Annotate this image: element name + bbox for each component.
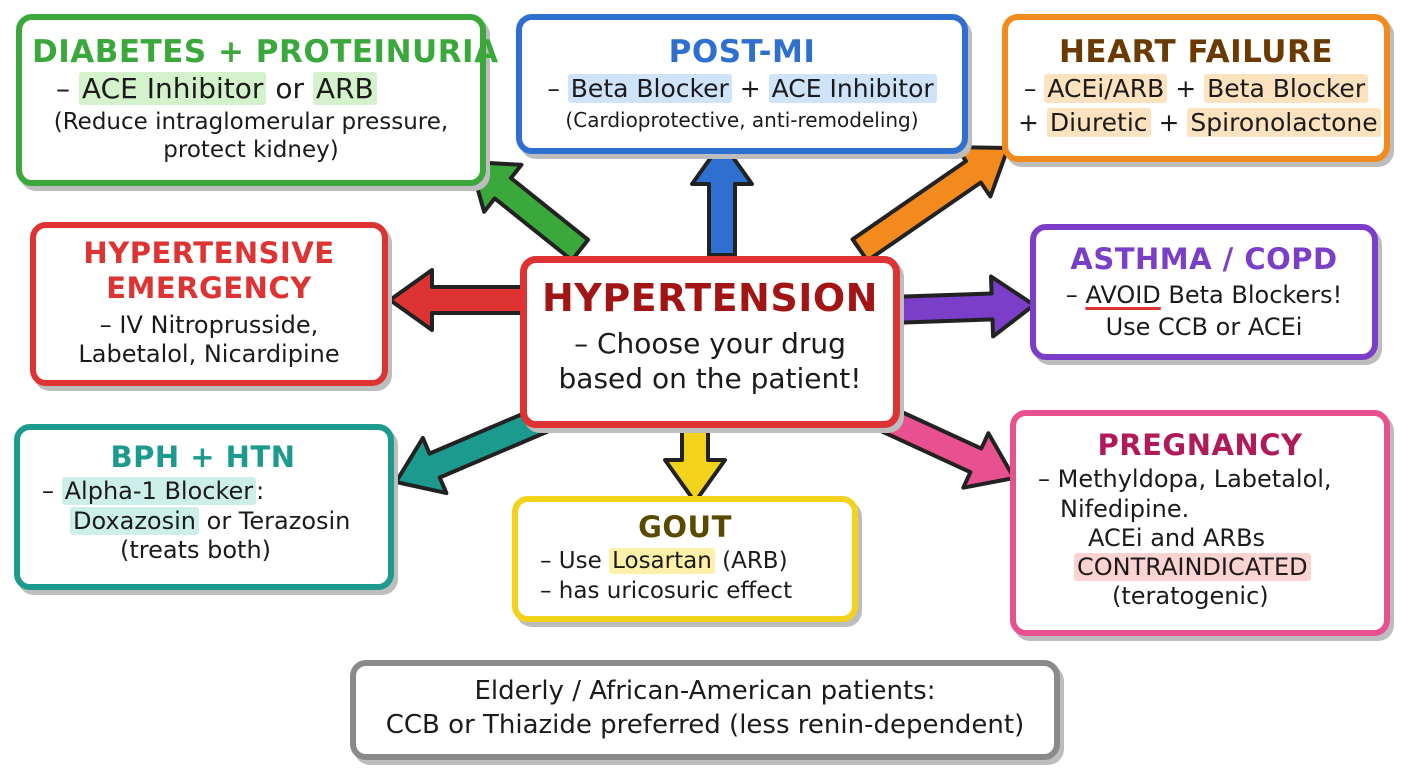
asthma-line2: Use CCB or ACEi xyxy=(1105,312,1303,341)
diabetes-line2: (Reduce intraglomerular pressure, xyxy=(53,108,449,135)
arrow-to-diabetes xyxy=(468,160,591,263)
pregnancy-line5: (teratogenic) xyxy=(1112,582,1269,611)
diabetes-arb: ARB xyxy=(312,71,377,105)
pregnancy-contraindicated: CONTRAINDICATED xyxy=(1074,553,1311,582)
elderly-line2: CCB or Thiazide preferred (less renin-de… xyxy=(385,709,1025,740)
heart-failure-plus3: + xyxy=(1150,108,1188,138)
heart-failure-spironolactone: Spironolactone xyxy=(1187,108,1381,138)
bph-title: BPH + HTN xyxy=(110,440,296,474)
diabetes-or: or xyxy=(266,71,313,105)
post-mi-line2: (Cardioprotective, anti-remodeling) xyxy=(565,108,919,133)
bph-terazosin: or Terazosin xyxy=(199,506,351,535)
hypertension-line2: based on the patient! xyxy=(558,361,862,395)
hypertensive-emergency-box: HYPERTENSIVE EMERGENCY – IV Nitroprussid… xyxy=(30,222,388,386)
gout-arb: (ARB) xyxy=(714,548,788,575)
pregnancy-line2: Nifedipine. xyxy=(1060,494,1190,523)
hypertension-line1: – Choose your drug xyxy=(574,327,846,361)
arrow-to-gout xyxy=(663,423,727,504)
post-mi-ace-inhibitor: ACE Inhibitor xyxy=(768,73,937,103)
asthma-avoid: AVOID xyxy=(1085,281,1161,310)
bph-htn-box: BPH + HTN – Alpha-1 Blocker: Doxazosin o… xyxy=(14,424,394,590)
post-mi-beta-blocker: Beta Blocker xyxy=(567,73,732,103)
pregnancy-line1: – Methyldopa, Labetalol, xyxy=(1038,465,1332,494)
diabetes-title: DIABETES + PROTEINURIA xyxy=(32,34,499,70)
emergency-line2: Labetalol, Nicardipine xyxy=(78,340,340,369)
diabetes-ace-inhibitor: ACE Inhibitor xyxy=(78,71,267,105)
heart-failure-beta-blocker: Beta Blocker xyxy=(1204,73,1369,103)
pregnancy-line3: ACEi and ARBs xyxy=(1088,523,1266,552)
emergency-title1: HYPERTENSIVE xyxy=(83,236,335,270)
asthma-copd-box: ASTHMA / COPD – AVOID Beta Blockers! Use… xyxy=(1030,224,1378,360)
arrow-to-post-mi xyxy=(690,140,754,257)
gout-title: GOUT xyxy=(638,510,732,544)
post-mi-title: POST-MI xyxy=(668,34,816,70)
diabetes-line3: protect kidney) xyxy=(163,137,339,164)
post-mi-plus: + xyxy=(731,73,769,103)
heart-failure-acei-arb: ACEi/ARB xyxy=(1044,73,1168,103)
post-mi-box: POST-MI – Beta Blocker + ACE Inhibitor (… xyxy=(516,14,968,154)
elderly-african-american-box: Elderly / African-American patients: CCB… xyxy=(350,660,1060,760)
gout-line2: – has uricosuric effect xyxy=(540,578,793,605)
heart-failure-dash: – xyxy=(1023,73,1045,103)
gout-box: GOUT – Use Losartan (ARB) – has uricosur… xyxy=(512,496,858,622)
gout-use: – Use xyxy=(540,548,610,575)
post-mi-dash: – xyxy=(547,73,568,103)
heart-failure-plus2: + xyxy=(1018,108,1047,138)
heart-failure-box: HEART FAILURE – ACEi/ARB + Beta Blocker … xyxy=(1002,14,1390,162)
bph-doxazosin: Doxazosin xyxy=(70,506,199,535)
hypertension-center-box: HYPERTENSION – Choose your drug based on… xyxy=(520,256,900,428)
bph-colon: : xyxy=(256,477,265,506)
heart-failure-title: HEART FAILURE xyxy=(1058,34,1334,70)
asthma-beta-blockers: Beta Blockers! xyxy=(1160,281,1343,310)
heart-failure-plus1: + xyxy=(1167,73,1205,103)
diabetes-dash: – xyxy=(56,71,79,105)
hypertension-title: HYPERTENSION xyxy=(542,276,878,320)
emergency-line1: – IV Nitroprusside, xyxy=(99,310,319,339)
bph-dash: – xyxy=(42,477,62,506)
emergency-title2: EMERGENCY xyxy=(106,271,312,306)
pregnancy-title: PREGNANCY xyxy=(1097,428,1303,462)
arrow-to-emergency xyxy=(388,268,532,332)
gout-losartan: Losartan xyxy=(609,548,715,575)
diabetes-proteinuria-box: DIABETES + PROTEINURIA – ACE Inhibitor o… xyxy=(16,14,499,186)
bph-alpha1-blocker: Alpha-1 Blocker xyxy=(61,477,257,506)
pregnancy-box: PREGNANCY – Methyldopa, Labetalol, Nifed… xyxy=(1010,410,1390,636)
arrow-to-heart-failure xyxy=(850,145,1010,263)
asthma-title: ASTHMA / COPD xyxy=(1070,242,1338,276)
heart-failure-diuretic: Diuretic xyxy=(1046,108,1151,138)
arrow-to-asthma xyxy=(887,274,1036,339)
bph-line3: (treats both) xyxy=(120,535,272,564)
asthma-dash: – xyxy=(1065,281,1086,310)
elderly-line1: Elderly / African-American patients: xyxy=(474,676,936,706)
